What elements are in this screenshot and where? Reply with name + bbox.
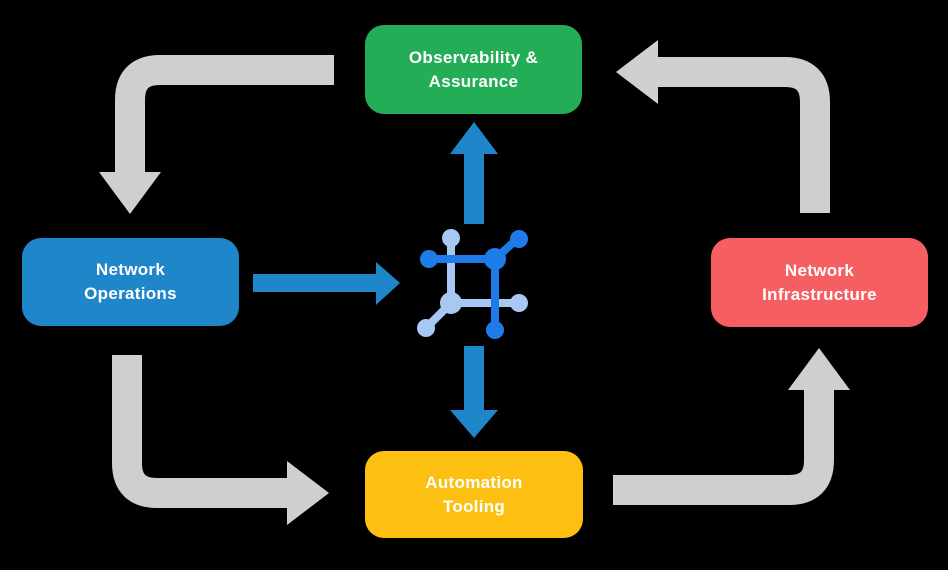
node-observability-assurance: Observability & Assurance	[365, 25, 582, 114]
gray-arrow-top-to-left	[115, 55, 334, 173]
icon-dark-nodes	[420, 230, 528, 339]
gray-cycle-arrows	[112, 55, 834, 508]
node-automation-tooling: Automation Tooling	[365, 451, 583, 538]
node-label: Network Infrastructure	[762, 260, 877, 304]
gray-arrow-left-to-bottom	[112, 355, 288, 508]
blue-arrow-down-icon	[450, 346, 498, 438]
blue-arrow-right-icon	[253, 262, 400, 305]
node-label: Network Operations	[84, 260, 177, 303]
gray-arrow-bottom-to-right	[613, 389, 834, 505]
gray-arrowheads	[99, 40, 850, 525]
blue-arrows	[253, 122, 498, 438]
network-nodes-icon	[417, 229, 528, 339]
node-network-infrastructure: Network Infrastructure	[711, 238, 928, 327]
gray-arrow-right-to-top	[658, 57, 830, 213]
icon-light-nodes	[417, 229, 528, 337]
node-label: Automation Tooling	[425, 472, 523, 516]
gray-arrowhead-down-icon	[99, 172, 161, 214]
gray-arrowhead-right-icon	[287, 461, 329, 525]
node-network-operations: Network Operations	[22, 238, 239, 326]
node-label: Observability & Assurance	[408, 47, 539, 91]
gray-arrowhead-left-icon	[616, 40, 658, 104]
gray-arrowhead-up-icon	[788, 348, 850, 390]
blue-arrow-up-icon	[450, 122, 498, 224]
